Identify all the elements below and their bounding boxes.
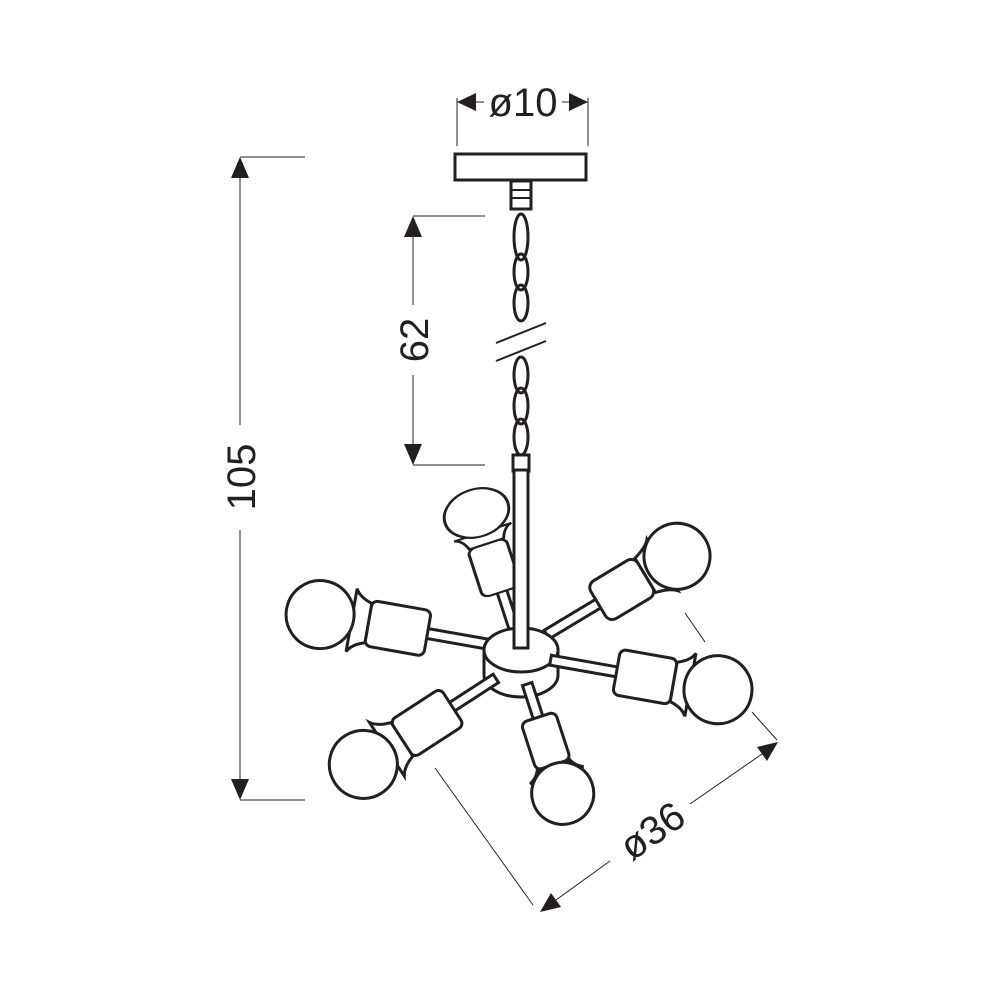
total-height-label: 105 [220, 444, 264, 511]
arrow-right-icon [569, 93, 588, 111]
lamp-arm [547, 648, 754, 726]
chain-break-mark [493, 322, 549, 362]
arrow-down-icon [404, 444, 422, 465]
center-hub [482, 468, 560, 699]
lamp-arm [442, 487, 521, 633]
canopy [453, 152, 588, 211]
arrow-down-left-icon [540, 893, 561, 912]
arrow-up-right-icon [757, 742, 778, 761]
canopy-diameter-label: ø10 [489, 81, 558, 125]
fixture-diameter-label: ø36 [612, 794, 694, 870]
lamp-arm [520, 680, 596, 826]
chain-length-dimension: 62 [393, 215, 485, 466]
chain-length-label: 62 [393, 318, 437, 363]
chain [511, 212, 531, 473]
arrow-down-icon [231, 779, 249, 800]
arrow-left-icon [457, 93, 476, 111]
lamp-arm [542, 521, 712, 641]
total-height-dimension: 105 [220, 156, 305, 801]
lamp-arm [284, 579, 495, 657]
arrow-up-icon [231, 157, 249, 178]
canopy-diameter-dimension: ø10 [456, 81, 589, 146]
lamp-arm [327, 672, 501, 800]
arrow-up-icon [404, 216, 422, 237]
